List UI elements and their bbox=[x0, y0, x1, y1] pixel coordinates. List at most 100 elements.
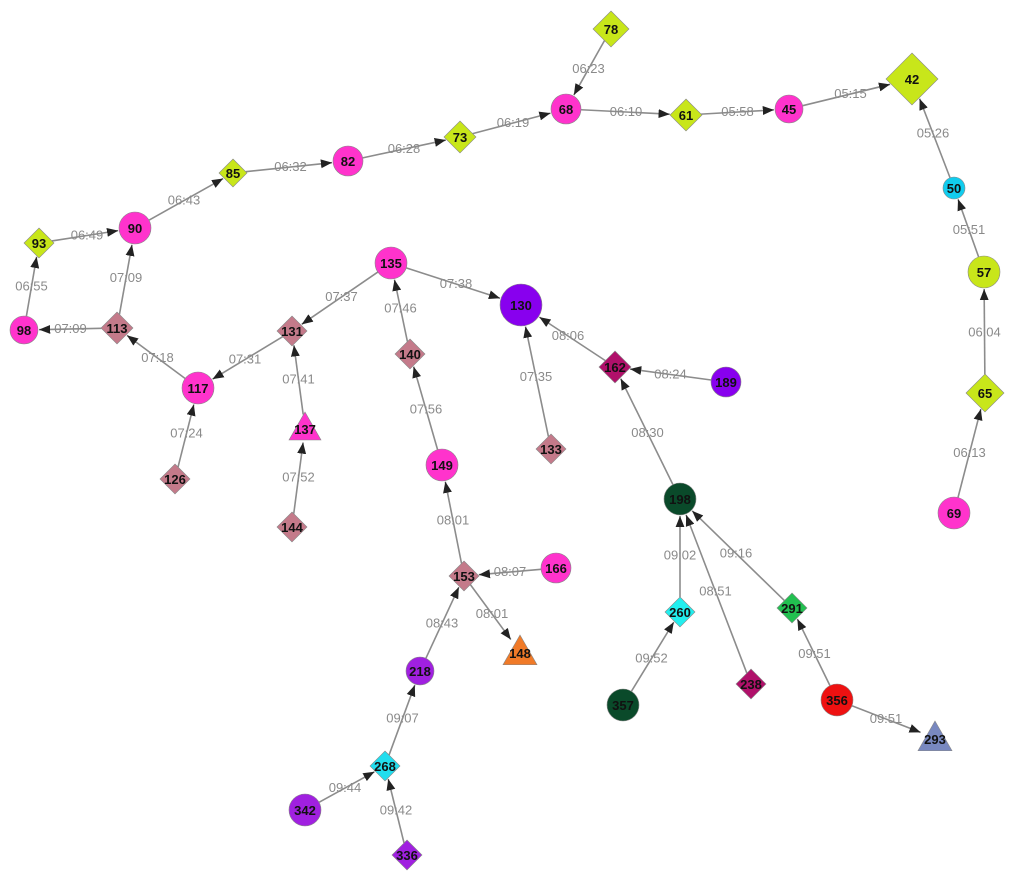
edge-label: 09:52 bbox=[635, 651, 668, 666]
node-diamond-shape bbox=[276, 315, 308, 347]
node-circle-shape bbox=[663, 482, 697, 516]
edge-label: 09:07 bbox=[386, 711, 419, 726]
node-label: 130 bbox=[510, 298, 532, 313]
node-130[interactable]: 130 bbox=[499, 283, 543, 327]
node-166[interactable]: 166 bbox=[540, 552, 572, 584]
node-61[interactable]: 61 bbox=[669, 98, 703, 132]
node-342[interactable]: 342 bbox=[288, 793, 322, 827]
node-label: 68 bbox=[559, 102, 573, 117]
node-144[interactable]: 144 bbox=[276, 511, 308, 543]
node-98[interactable]: 98 bbox=[9, 315, 39, 345]
node-circle-shape bbox=[606, 688, 640, 722]
edge-label: 09:44 bbox=[329, 780, 362, 795]
node-circle-shape bbox=[540, 552, 572, 584]
edge-label: 08:30 bbox=[631, 425, 664, 440]
node-113[interactable]: 113 bbox=[100, 311, 134, 345]
edge-label: 07:18 bbox=[141, 350, 174, 365]
edge-label: 09:42 bbox=[380, 803, 413, 818]
edge-85-to-82 bbox=[245, 159, 333, 173]
edge-label: 05:15 bbox=[834, 86, 867, 101]
node-73[interactable]: 73 bbox=[443, 120, 477, 154]
edge-label: 07:37 bbox=[325, 289, 358, 304]
node-65[interactable]: 65 bbox=[965, 373, 1005, 413]
edge-label: 05:58 bbox=[721, 104, 754, 119]
node-label: 61 bbox=[679, 108, 693, 123]
edge-291-to-198 bbox=[691, 510, 785, 602]
node-label: 135 bbox=[380, 256, 402, 271]
edge-153-to-148 bbox=[469, 584, 512, 641]
node-198[interactable]: 198 bbox=[663, 482, 697, 516]
node-circle-shape bbox=[288, 793, 322, 827]
node-148[interactable]: 148 bbox=[502, 634, 538, 666]
edge-218-to-153 bbox=[425, 586, 460, 659]
node-45[interactable]: 45 bbox=[774, 94, 804, 124]
node-diamond-shape bbox=[159, 463, 191, 495]
node-260[interactable]: 260 bbox=[664, 596, 696, 628]
node-133[interactable]: 133 bbox=[535, 433, 567, 465]
edge-label: 06:28 bbox=[388, 141, 421, 156]
edge-73-to-68 bbox=[472, 111, 551, 135]
node-circle-shape bbox=[967, 255, 1001, 289]
node-label: 137 bbox=[294, 422, 316, 437]
node-82[interactable]: 82 bbox=[332, 145, 364, 177]
node-153[interactable]: 153 bbox=[448, 560, 480, 592]
node-336[interactable]: 336 bbox=[391, 839, 423, 871]
node-diamond-shape bbox=[735, 668, 767, 700]
edge-label: 07:38 bbox=[440, 276, 473, 291]
edge-label: 06:43 bbox=[168, 193, 201, 208]
node-label: 82 bbox=[341, 154, 355, 169]
node-label: 69 bbox=[947, 506, 961, 521]
edge-label: 07:56 bbox=[410, 402, 443, 417]
node-189[interactable]: 189 bbox=[710, 366, 742, 398]
node-label: 133 bbox=[540, 442, 562, 457]
node-diamond-shape bbox=[448, 560, 480, 592]
edge-label: 05:51 bbox=[953, 222, 986, 237]
node-69[interactable]: 69 bbox=[937, 496, 971, 530]
edge-label: 06:32 bbox=[274, 159, 307, 174]
node-162[interactable]: 162 bbox=[598, 350, 632, 384]
edge-357-to-260 bbox=[630, 621, 675, 692]
node-circle-shape bbox=[820, 683, 854, 717]
node-85[interactable]: 85 bbox=[218, 158, 248, 188]
node-label: 342 bbox=[294, 803, 316, 818]
node-238[interactable]: 238 bbox=[735, 668, 767, 700]
node-131[interactable]: 131 bbox=[276, 315, 308, 347]
node-140[interactable]: 140 bbox=[394, 338, 426, 370]
edge-label: 09:16 bbox=[720, 546, 753, 561]
nodes-layer: 42 45 61 68 78 73 82 85 90 93 98 113 117 126 131 137 144… bbox=[9, 10, 1005, 871]
node-291[interactable]: 291 bbox=[776, 592, 808, 624]
node-356[interactable]: 356 bbox=[820, 683, 854, 717]
node-circle-shape bbox=[332, 145, 364, 177]
node-label: 336 bbox=[396, 848, 418, 863]
edge-137-to-131 bbox=[290, 345, 304, 415]
edge-label: 07:09 bbox=[54, 321, 87, 336]
node-label: 90 bbox=[128, 221, 142, 236]
node-293[interactable]: 293 bbox=[917, 720, 953, 752]
node-diamond-shape bbox=[885, 52, 939, 106]
node-57[interactable]: 57 bbox=[967, 255, 1001, 289]
node-149[interactable]: 149 bbox=[425, 448, 459, 482]
node-90[interactable]: 90 bbox=[118, 211, 152, 245]
node-137[interactable]: 137 bbox=[288, 411, 322, 441]
edge-label: 08:51 bbox=[699, 584, 732, 599]
node-93[interactable]: 93 bbox=[23, 227, 55, 259]
node-117[interactable]: 117 bbox=[181, 371, 215, 405]
node-label: 260 bbox=[669, 605, 691, 620]
edge-90-to-85 bbox=[148, 177, 224, 221]
node-357[interactable]: 357 bbox=[606, 688, 640, 722]
node-circle-shape bbox=[425, 448, 459, 482]
node-126[interactable]: 126 bbox=[159, 463, 191, 495]
node-42[interactable]: 42 bbox=[885, 52, 939, 106]
edge-label: 08:24 bbox=[654, 367, 687, 382]
node-218[interactable]: 218 bbox=[405, 656, 435, 686]
node-50[interactable]: 50 bbox=[942, 176, 966, 200]
edge-149-to-140 bbox=[412, 366, 439, 450]
node-268[interactable]: 268 bbox=[369, 750, 401, 782]
node-78[interactable]: 78 bbox=[592, 10, 630, 48]
node-135[interactable]: 135 bbox=[374, 246, 408, 280]
edge-label: 07:46 bbox=[384, 301, 417, 316]
node-label: 113 bbox=[107, 321, 128, 336]
node-68[interactable]: 68 bbox=[550, 93, 582, 125]
